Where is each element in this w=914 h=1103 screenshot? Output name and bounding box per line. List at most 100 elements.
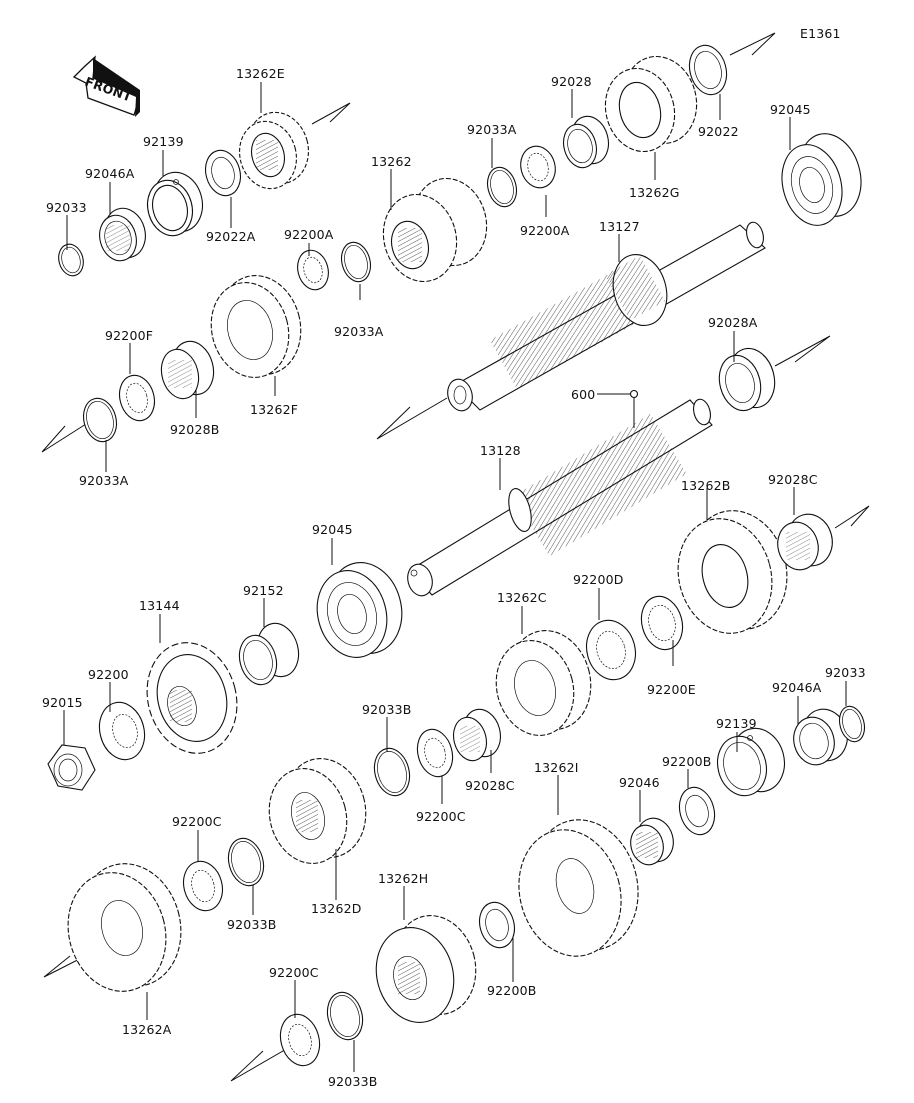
gear-13262D[interactable]: [259, 749, 377, 872]
part-label-92033-bottom[interactable]: 92033: [825, 665, 866, 680]
part-label-92028b[interactable]: 92028B: [170, 422, 220, 437]
bushing-92028B[interactable]: [156, 337, 219, 403]
circlip-92033A-mid[interactable]: [337, 239, 374, 285]
part-label-92022[interactable]: 92022: [698, 124, 739, 139]
diagram-code: E1361: [800, 26, 841, 41]
circlip-92033B-mid[interactable]: [369, 744, 414, 799]
part-label-13262d[interactable]: 13262D: [311, 901, 362, 916]
part-label-13262e[interactable]: 13262E: [236, 66, 285, 81]
circlip-92033B-left[interactable]: [223, 834, 268, 889]
nut-92015[interactable]: [47, 744, 96, 791]
part-label-92200c-mid[interactable]: 92200C: [416, 809, 466, 824]
needle-bearing-92046A-bottom[interactable]: [788, 704, 853, 769]
gear-13262H[interactable]: [366, 906, 487, 1031]
washer-92022[interactable]: [684, 41, 732, 99]
gear-13262E[interactable]: [232, 105, 316, 195]
needle-bearing-92046A-top[interactable]: [95, 204, 151, 265]
toothed-washer-92200A-right[interactable]: [516, 142, 560, 191]
part-label-92200f[interactable]: 92200F: [105, 328, 153, 343]
bushing-92028A[interactable]: [713, 343, 781, 415]
part-label-92033b-mid[interactable]: 92033B: [362, 702, 412, 717]
part-label-92033b-left[interactable]: 92033B: [227, 917, 277, 932]
part-label-13262f[interactable]: 13262F: [250, 402, 298, 417]
part-label-92028c-mid[interactable]: 92028C: [465, 778, 515, 793]
part-label-92028a[interactable]: 92028A: [708, 315, 758, 330]
part-label-13262h[interactable]: 13262H: [378, 871, 428, 886]
bushing-92028C-right[interactable]: [772, 509, 838, 574]
part-label-92200[interactable]: 92200: [88, 667, 129, 682]
gear-13262C[interactable]: [486, 621, 602, 744]
lock-washer-92200E[interactable]: [636, 592, 689, 655]
part-label-92033b-bottom[interactable]: 92033B: [328, 1074, 378, 1089]
part-label-13262c[interactable]: 13262C: [497, 590, 547, 605]
oil-hole-marker-600: [597, 389, 639, 428]
bushing-92028[interactable]: [559, 112, 614, 171]
gear-13262G[interactable]: [596, 48, 706, 159]
part-label-92152[interactable]: 92152: [243, 583, 284, 598]
bushing-92028C-mid[interactable]: [449, 705, 506, 764]
part-label-92200c-left[interactable]: 92200C: [172, 814, 222, 829]
lock-washer-92200D[interactable]: [580, 615, 642, 685]
gear-13262A[interactable]: [55, 852, 194, 1002]
part-label-92200a-left[interactable]: 92200A: [284, 227, 334, 242]
part-labels: 13262E 92139 92046A 92033 92022A 13262 9…: [42, 66, 866, 1089]
toothed-washer-92200C-bottom[interactable]: [275, 1010, 325, 1070]
part-label-92200d[interactable]: 92200D: [573, 572, 624, 587]
part-label-92046[interactable]: 92046: [619, 775, 660, 790]
gear-13262F[interactable]: [201, 266, 312, 386]
part-label-92015[interactable]: 92015: [42, 695, 83, 710]
circlip-92033A-bottom[interactable]: [79, 395, 121, 446]
circlip-92033-bottom[interactable]: [836, 704, 868, 745]
part-label-13262i[interactable]: 13262I: [534, 760, 579, 775]
part-label-92033a-top[interactable]: 92033A: [467, 122, 517, 137]
washer-92200B-top[interactable]: [674, 783, 719, 838]
part-label-92200a-right[interactable]: 92200A: [520, 223, 570, 238]
ball-bearing-92045-top[interactable]: [773, 127, 869, 232]
part-label-92033a-mid[interactable]: 92033A: [334, 324, 384, 339]
toothed-washer-92200F[interactable]: [115, 371, 160, 424]
part-label-13262a[interactable]: 13262A: [122, 1022, 172, 1037]
toothed-washer-92200[interactable]: [93, 697, 151, 764]
part-label-92046a-bottom[interactable]: 92046A: [772, 680, 822, 695]
collar-92139-top[interactable]: [142, 167, 209, 241]
part-label-92200b-bottom[interactable]: 92200B: [487, 983, 537, 998]
part-label-92028c-right[interactable]: 92028C: [768, 472, 818, 487]
washer-92022A[interactable]: [201, 146, 246, 199]
part-label-92022a[interactable]: 92022A: [206, 229, 256, 244]
sprocket-13144[interactable]: [135, 633, 249, 764]
part-label-13262g[interactable]: 13262G: [629, 185, 680, 200]
collar-92152[interactable]: [234, 619, 304, 689]
circlip-92033A-top[interactable]: [483, 164, 520, 210]
gear-13262[interactable]: [374, 170, 496, 290]
shaft-13127[interactable]: [444, 220, 766, 413]
part-label-600[interactable]: 600: [571, 387, 595, 402]
part-label-92045-bottom[interactable]: 92045: [312, 522, 353, 537]
part-label-92046a-top[interactable]: 92046A: [85, 166, 135, 181]
shaft-13128[interactable]: [404, 397, 713, 598]
part-label-13127[interactable]: 13127: [599, 219, 640, 234]
part-label-92045-top[interactable]: 92045: [770, 102, 811, 117]
ball-bearing-92045-bottom[interactable]: [308, 554, 412, 665]
part-label-13262b[interactable]: 13262B: [681, 478, 731, 493]
part-label-92028[interactable]: 92028: [551, 74, 592, 89]
washer-92200B-bottom[interactable]: [475, 898, 520, 951]
part-label-92200c-bottom[interactable]: 92200C: [269, 965, 319, 980]
part-label-13128[interactable]: 13128: [480, 443, 521, 458]
circlip-92033B-bottom[interactable]: [322, 988, 367, 1043]
part-label-92200b-top[interactable]: 92200B: [662, 754, 712, 769]
needle-bearing-92046[interactable]: [626, 814, 678, 868]
toothed-washer-92200A-left[interactable]: [293, 247, 332, 293]
gear-13262I[interactable]: [505, 808, 652, 968]
toothed-washer-92200C-mid[interactable]: [412, 725, 457, 780]
gear-13262B[interactable]: [666, 500, 800, 644]
part-label-13262[interactable]: 13262: [371, 154, 412, 169]
part-label-92139-bottom[interactable]: 92139: [716, 716, 757, 731]
collar-92139-bottom[interactable]: [711, 722, 791, 801]
part-label-92033-top[interactable]: 92033: [46, 200, 87, 215]
toothed-washer-92200C-left[interactable]: [178, 857, 228, 915]
part-label-92033a-bottom[interactable]: 92033A: [79, 473, 129, 488]
circlip-92033-top[interactable]: [55, 241, 86, 278]
part-label-13144[interactable]: 13144: [139, 598, 180, 613]
part-label-92139-top[interactable]: 92139: [143, 134, 184, 149]
part-label-92200e[interactable]: 92200E: [647, 682, 696, 697]
